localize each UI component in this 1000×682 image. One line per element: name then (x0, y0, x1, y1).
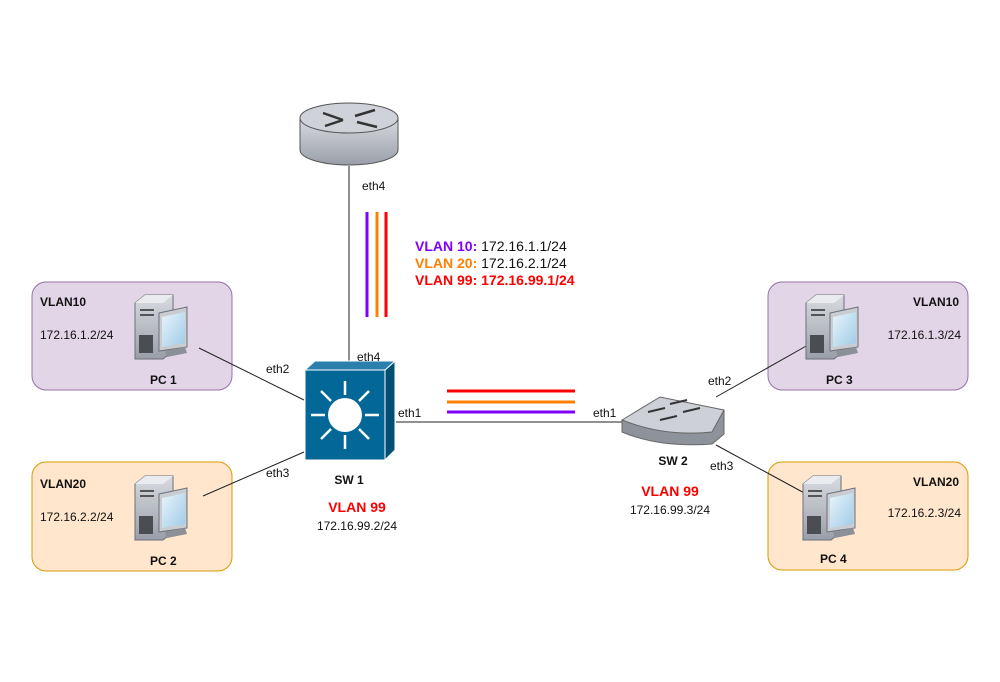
sw1-name: SW 1 (334, 473, 364, 487)
pc4-vlan: VLAN20 (913, 475, 959, 489)
sw2-vlan: VLAN 99 (641, 483, 699, 499)
legend-vlan99-ip: 172.16.99.1/24 (481, 272, 575, 288)
pc2-ip: 172.16.2.2/24 (40, 510, 114, 524)
svg-text:VLAN 99: 172.16.99.1/24: VLAN 99: 172.16.99.1/24 (415, 272, 575, 288)
pc3-name: PC 3 (826, 373, 853, 387)
sw1-port-eth4: eth4 (357, 350, 381, 364)
sw1-vlan: VLAN 99 (328, 499, 386, 515)
legend-vlan99: VLAN 99: (415, 272, 477, 288)
router-icon[interactable] (299, 102, 399, 166)
sw1-port-eth1: eth1 (398, 406, 422, 420)
svg-text:VLAN 10: 172.16.1.1/24: VLAN 10: 172.16.1.1/24 (415, 238, 567, 254)
sw2-port-eth2: eth2 (708, 374, 732, 388)
link-pc1-sw1 (198, 347, 305, 401)
pc1-vlan: VLAN10 (40, 295, 86, 309)
sw1-ip: 172.16.99.2/24 (317, 519, 397, 533)
sw1-port-eth2: eth2 (266, 362, 290, 376)
link-pc2-sw1 (202, 451, 305, 497)
sw2-ip: 172.16.99.3/24 (630, 503, 710, 517)
svg-text:VLAN 20: 172.16.2.1/24: VLAN 20: 172.16.2.1/24 (415, 255, 567, 271)
legend-vlan20: VLAN 20: (415, 255, 477, 271)
legend-vlan10-ip: 172.16.1.1/24 (481, 238, 567, 254)
sw2-name: SW 2 (658, 454, 688, 468)
sw2-port-eth3: eth3 (710, 459, 734, 473)
link-sw2-pc4 (715, 444, 809, 496)
sw2-switch-icon[interactable] (620, 396, 725, 446)
pc4-name: PC 4 (820, 552, 847, 566)
pc3-ip: 172.16.1.3/24 (888, 328, 962, 342)
legend-vlan10: VLAN 10: (415, 238, 477, 254)
pc1-ip: 172.16.1.2/24 (40, 328, 114, 342)
pc1-name: PC 1 (150, 373, 177, 387)
links (198, 166, 809, 497)
pc4-ip: 172.16.2.3/24 (888, 506, 962, 520)
sw2-port-eth1: eth1 (593, 406, 617, 420)
pc2-vlan: VLAN20 (40, 477, 86, 491)
router-port-eth4: eth4 (362, 179, 386, 193)
link-sw2-pc3 (715, 344, 809, 398)
pc3-vlan: VLAN10 (913, 295, 959, 309)
pc2-name: PC 2 (150, 554, 177, 568)
sw1-port-eth3: eth3 (266, 466, 290, 480)
sw1-layer3-switch-icon[interactable] (303, 359, 397, 462)
legend-vlan20-ip: 172.16.2.1/24 (481, 255, 567, 271)
